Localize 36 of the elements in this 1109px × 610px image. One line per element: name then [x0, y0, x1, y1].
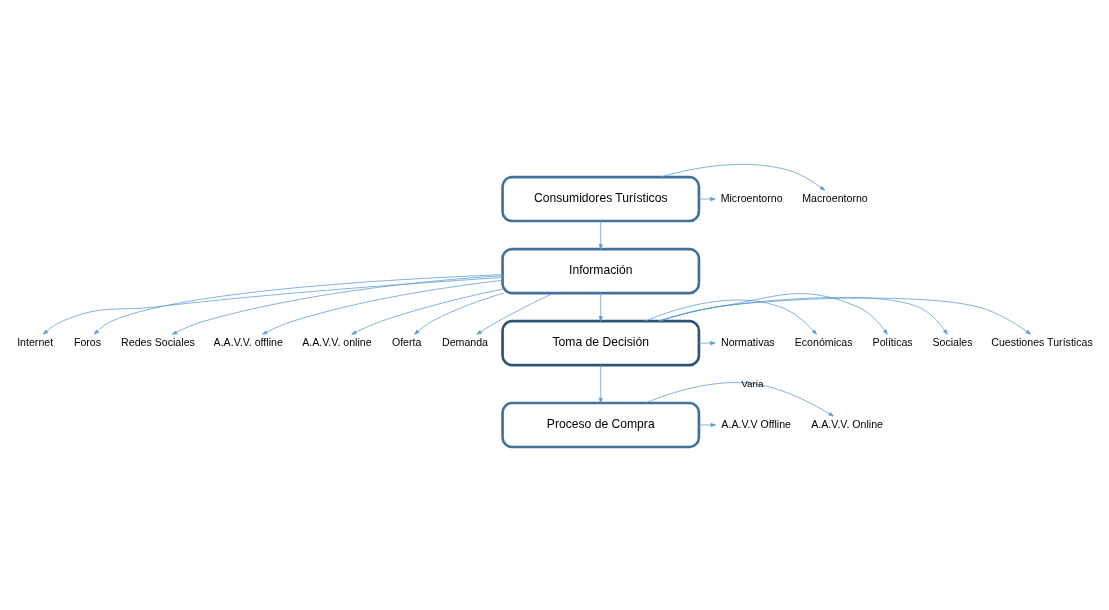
node-text: Económicas: [794, 335, 853, 348]
arrow: [698, 196, 716, 201]
node-text: A.A.V.V. online: [302, 335, 372, 348]
arrow: [698, 422, 716, 427]
arrow: [414, 292, 504, 335]
arrow: [658, 292, 888, 335]
arrow: [598, 364, 603, 403]
node-text: Foros: [73, 335, 102, 348]
node-text: Internet: [17, 335, 54, 348]
arrow: [351, 288, 503, 335]
arrow: [698, 340, 716, 345]
node-text: Demanda: [442, 335, 489, 348]
arrow: [598, 220, 603, 249]
node-text: Cuestiones Turísticas: [991, 335, 1093, 348]
node-box: Información: [501, 247, 701, 294]
node-text: A.A.V.V. offline: [213, 335, 283, 348]
node-text: Políticas: [872, 335, 913, 348]
arrow: [598, 292, 603, 321]
arrow: [645, 381, 834, 416]
node-text: Sociales: [932, 335, 973, 348]
node-box: Toma de Decisión: [501, 319, 701, 366]
node-text: Normativas: [721, 335, 775, 348]
node-text: Macroentorno: [802, 191, 868, 204]
arrow: [644, 299, 817, 335]
arrow: [476, 292, 554, 335]
node-box: Proceso de Compra: [501, 401, 701, 448]
node-text: Microentorno: [720, 191, 783, 204]
arrow: [660, 163, 826, 191]
node-text: Redes Sociales: [121, 335, 195, 348]
arrow: [262, 279, 503, 335]
arrow: [171, 274, 503, 335]
node-text: Oferta: [391, 335, 422, 348]
node-text: A.A.V.V. Online: [811, 417, 884, 430]
edge-label: Varia: [741, 377, 764, 389]
node-text: A.A.V.V Offline: [721, 417, 791, 430]
node-box: Consumidores Turísticos: [501, 175, 701, 222]
